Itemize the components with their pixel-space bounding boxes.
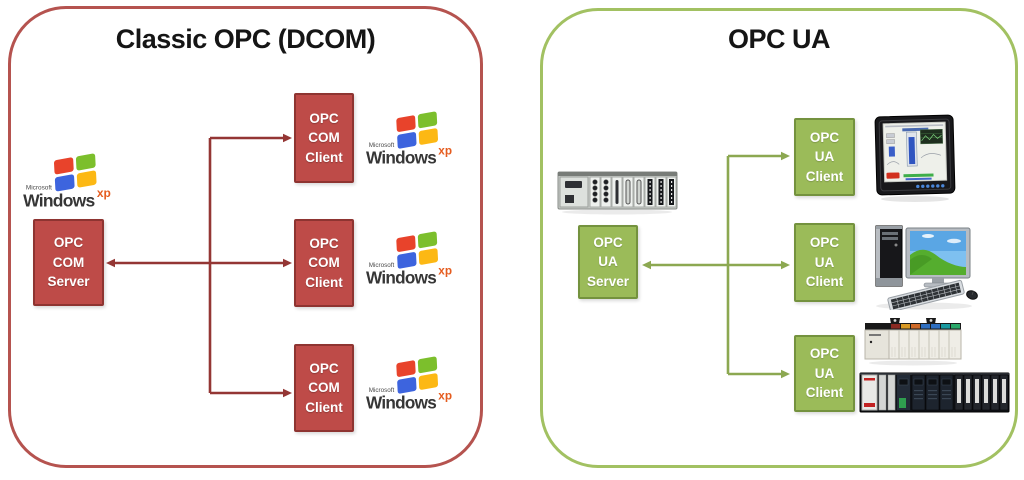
opc-ua-panel-outline: [540, 8, 1018, 468]
hmi-touch-panel-image: [874, 114, 956, 202]
pc-tower: [875, 225, 903, 287]
plc-rack-dark-image: [859, 372, 1010, 413]
node-label-line: OPC: [309, 360, 339, 376]
node-label-line: Client: [305, 149, 343, 165]
opc-com-server-node: OPC COM Server: [33, 219, 104, 306]
pc-monitor: [905, 227, 971, 288]
node-label-line: OPC: [809, 129, 840, 145]
node-label-line: OPC: [809, 235, 840, 251]
node-label-line: Client: [805, 385, 844, 401]
node-label-line: Server: [47, 274, 90, 290]
node-label-line: OPC: [309, 110, 339, 126]
node-label-line: UA: [598, 254, 618, 270]
node-label-line: Client: [805, 168, 844, 184]
node-label-line: COM: [52, 254, 85, 270]
windows-xp-logo: [366, 111, 453, 167]
node-label-line: COM: [308, 380, 340, 396]
plc-rack-beige-image: [864, 318, 962, 366]
classic-opc-title: Classic OPC (DCOM): [115, 24, 376, 54]
opc-ua-client-node-3: OPC UA Client: [794, 335, 855, 412]
node-label-line: OPC: [593, 234, 623, 250]
opc-ua-server-node: OPC UA Server: [578, 225, 638, 299]
pc-mouse: [966, 290, 978, 300]
windows-xp-logo: [23, 153, 111, 210]
node-label-line: UA: [814, 365, 835, 381]
opc-com-client-node-1: OPC COM Client: [294, 93, 354, 183]
node-label-line: UA: [814, 254, 835, 270]
node-label-line: Client: [305, 399, 343, 415]
node-label-line: Client: [305, 274, 343, 290]
node-label-line: COM: [308, 130, 340, 146]
node-label-line: UA: [814, 149, 835, 165]
node-label-line: OPC: [809, 346, 840, 362]
windows-xp-logo: [366, 356, 453, 412]
opc-ua-title: OPC UA: [727, 24, 831, 54]
windows-xp-logo: [366, 231, 453, 287]
pc-keyboard: [887, 279, 965, 310]
compactrio-controller-image: [557, 171, 678, 215]
node-label-line: Server: [586, 273, 630, 289]
classic-opc-panel-outline: [8, 6, 483, 468]
opc-com-client-node-3: OPC COM Client: [294, 344, 354, 432]
opc-ua-client-node-2: OPC UA Client: [794, 223, 855, 302]
opc-com-client-node-2: OPC COM Client: [294, 219, 354, 307]
desktop-pc-image: [875, 225, 978, 310]
node-label-line: OPC: [53, 235, 84, 251]
node-label-line: COM: [308, 255, 340, 271]
opc-ua-client-node-1: OPC UA Client: [794, 118, 855, 196]
node-label-line: Client: [805, 274, 844, 290]
node-label-line: OPC: [309, 235, 339, 251]
